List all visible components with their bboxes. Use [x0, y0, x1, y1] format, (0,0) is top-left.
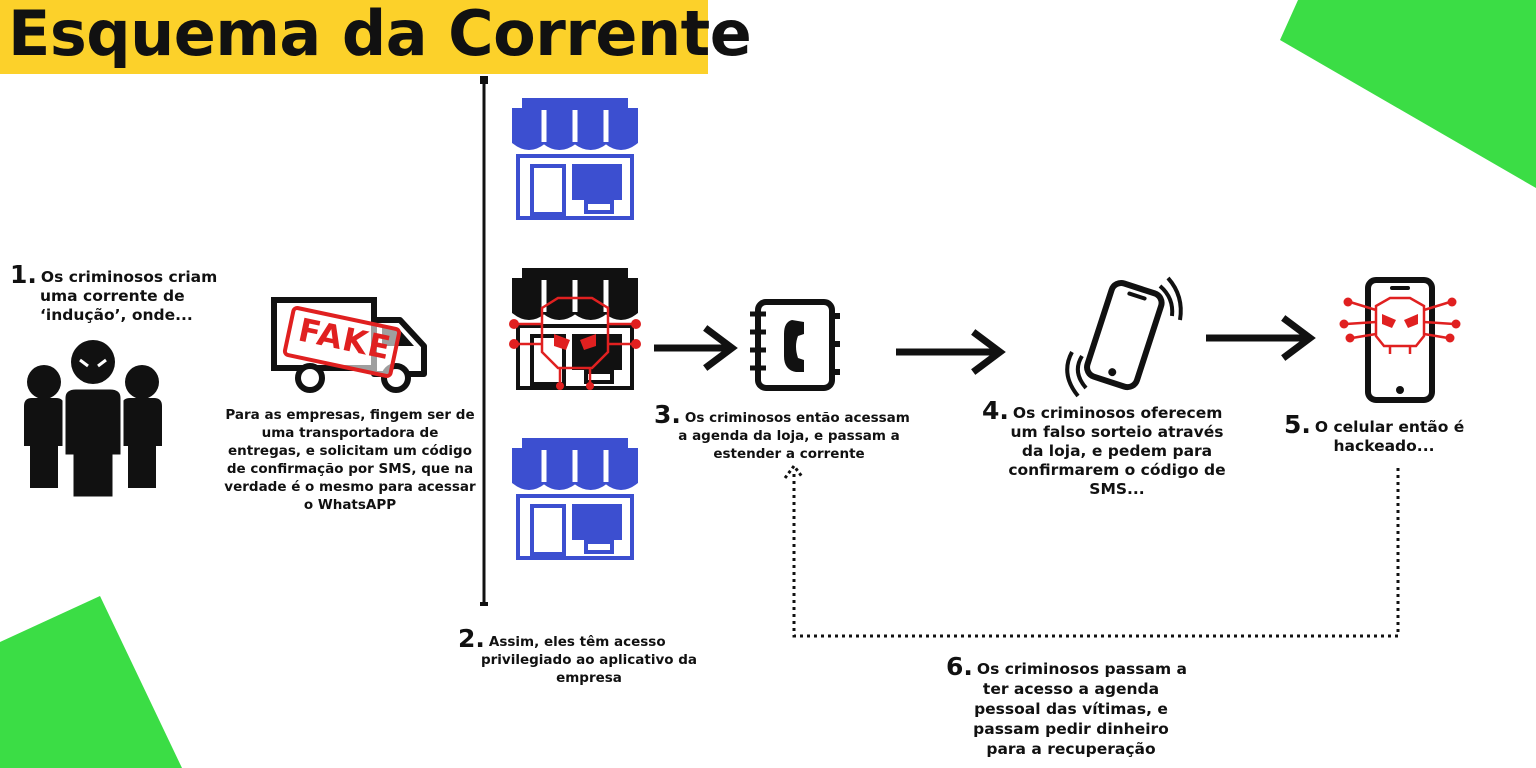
arrow-right-icon [896, 329, 1006, 375]
dotted-return-arrow [783, 463, 1400, 638]
hacked-store-icon [509, 268, 641, 390]
arrow-right-icon [1206, 315, 1316, 361]
ringing-phone-icon [1065, 276, 1183, 398]
step-3: 3.Os criminosos então acessam a agenda d… [654, 400, 910, 462]
step-5: 5.O celular então é hackeado... [1284, 410, 1465, 455]
step-2: 2.Assim, eles têm acesso privilegiado ao… [458, 624, 698, 686]
store-icon [512, 98, 638, 220]
step-1: 1.Os criminosos criam uma corrente de ‘i… [10, 260, 218, 324]
criminals-group-icon [24, 340, 162, 500]
contact-book-icon [750, 299, 840, 391]
truck-caption: Para as empresas, fingem ser de uma tran… [224, 407, 476, 513]
step-6: 6.Os criminosos passam a ter acesso a ag… [946, 652, 1187, 758]
step-4: 4.Os criminosos oferecem um falso sortei… [982, 396, 1226, 498]
hacked-phone-icon [1339, 277, 1461, 403]
green-corner-bottom-left [0, 596, 182, 768]
arrow-right-icon [654, 325, 738, 371]
fake-truck-icon [271, 297, 427, 393]
store-icon [512, 438, 638, 560]
step-1-number: 1. [10, 260, 37, 289]
page-title: Esquema da Corrente [8, 0, 752, 70]
vertical-divider [480, 76, 488, 606]
title-banner [0, 0, 708, 74]
